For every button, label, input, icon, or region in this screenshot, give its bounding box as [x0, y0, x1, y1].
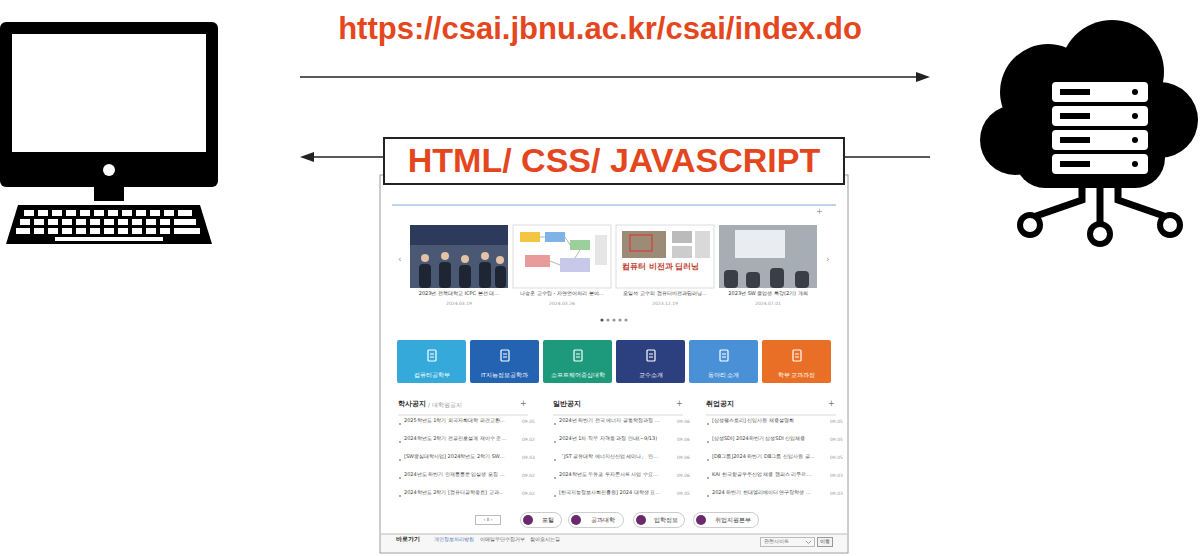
menu-tile-text: 동아리 소개 [708, 372, 740, 378]
menu-tile: 학부 교과과정 [762, 340, 831, 383]
notice-item: [한국지능정보사회진흥원] 2024 대학생 표… [559, 490, 660, 496]
notice-date: 09.06 [677, 455, 690, 460]
section-heading: / 대학원공지 [428, 402, 462, 409]
website-screenshot [380, 175, 848, 553]
carousel-control: › [826, 254, 830, 264]
more-link: + [520, 399, 527, 408]
computer-icon [0, 22, 218, 244]
notice-date: 09.06 [677, 473, 690, 478]
request-arrow [300, 72, 930, 82]
news-date: 2024.07.01 [719, 301, 817, 306]
notice-item: [삼성웰스토리] 신입사원 채용설명회 [712, 418, 794, 424]
site-select: 관련사이트 [760, 537, 815, 547]
response-label-box: HTML/ CSS/ JAVASCRIPT [383, 137, 845, 185]
footer-link: 찾아오시는길 [530, 537, 560, 542]
tile-icon [571, 349, 585, 363]
notice-date: 09.03 [830, 491, 843, 496]
notice-date: 09.05 [830, 419, 843, 424]
menu-tile: 동아리 소개 [689, 340, 758, 383]
image-title: 컴퓨터 비전과 딥러닝 [622, 263, 699, 272]
notice-item: [삼성SDI] 2024하반기 삼성SDI 신입채용 [712, 436, 805, 442]
notice-item: 2024학년도 2학기 전공진로설계 재이수 운… [404, 436, 506, 442]
notice-date: 09.02 [522, 437, 535, 442]
go-button: 이동 [817, 537, 833, 547]
menu-tile: 교수소개 [616, 340, 685, 383]
news-date: 2024.03.19 [410, 301, 508, 306]
response-label-box-text: HTML/ CSS/ JAVASCRIPT [408, 141, 820, 180]
notice-date: 09.05 [522, 419, 535, 424]
notice-item: 2024년 하반기 전국 에너지 공동학점과정 … [559, 418, 660, 424]
notice-date: 09.02 [522, 473, 535, 478]
link-pill-text: 취업지원본부 [715, 517, 751, 523]
cloud-server-icon [980, 20, 1198, 244]
notice-item: 2024년도 하반기 인재통통문 입실생 모집 … [404, 472, 505, 478]
menu-tile: 컴퓨터공학부 [397, 340, 466, 383]
news-caption: 오일석 교수의 컴퓨터비전과딥러닝… [616, 291, 714, 297]
more-link: + [676, 399, 683, 408]
website-screenshot: + ‹ › 2023년 전북대학교 ICPC 본선 대… 나승훈 교수팀 - 자연언어처… [380, 175, 848, 553]
go-button-text: 이동 [820, 539, 830, 544]
tile-icon [425, 349, 439, 363]
notice-date: 09.05 [830, 437, 843, 442]
notice-date: 09.02 [522, 491, 535, 496]
menu-tile: IT지능정보공학과 [470, 340, 539, 383]
notice-date: 09.05 [677, 491, 690, 496]
notice-item: 2024학년도 두유코 투자콘서트 사업 수요… [559, 472, 658, 478]
menu-tile: 소프트웨어중심대학 [543, 340, 612, 383]
link-pill-text: 공과대학 [591, 517, 615, 523]
tile-icon [644, 349, 658, 363]
tile-icon [498, 349, 512, 363]
link-pill-text: 입학정보 [654, 517, 678, 523]
section-heading: 학사공지 [398, 401, 426, 408]
news-caption: 2023년 SW 졸업생 특강(2기) 개최 [719, 291, 817, 297]
link-pill-text: 포털 [542, 517, 554, 523]
notice-item: 2024 하반기 현대엘리베이터 연구장학생 … [712, 490, 811, 496]
menu-tile-text: IT지능정보공학과 [481, 372, 528, 378]
notice-item: [DB그룹]2024 하반기 DB그룹 신입사원 공… [712, 454, 815, 460]
notice-item: 2024학년도 2학기 [컴퓨터공학종료] 교과… [404, 490, 504, 496]
notice-item: 2024년 1차 직무 자격증 과정 안내(~9/13) [559, 436, 657, 442]
menu-tile-text: 소프트웨어중심대학 [551, 372, 605, 378]
notice-item: [SW중심대학사업] 2024학년도 2학기 SW… [404, 454, 505, 460]
notice-date: 09.06 [677, 419, 690, 424]
notice-date: 09.03 [522, 455, 535, 460]
footer-link: 이메일무단수집거부 [480, 537, 525, 542]
notice-item: 「JST 공유대학 에너지신산업 세미나」 안… [559, 454, 658, 460]
notice-date: 09.05 [830, 455, 843, 460]
pager-control-text: ‹ II › [483, 517, 492, 522]
link-pill: 공과대학 [568, 512, 624, 528]
news-caption: 나승훈 교수팀 - 자연언어처리 분야… [513, 291, 611, 297]
menu-tile-text: 교수소개 [639, 372, 663, 378]
link-pill: 포털 [520, 512, 562, 528]
url-label: https://csai.jbnu.ac.kr/csai/index.do [0, 11, 1200, 47]
footer-link: 개인정보처리방침 [434, 537, 474, 542]
more-link: + [816, 207, 823, 216]
news-caption: 2023년 전북대학교 ICPC 본선 대… [410, 291, 508, 297]
menu-tile-text: 컴퓨터공학부 [414, 372, 450, 378]
news-date: 2023.12.19 [616, 301, 714, 306]
footer-link: 바로가기 [396, 536, 420, 543]
link-pill: 입학정보 [633, 512, 685, 528]
notice-date: 09.03 [830, 473, 843, 478]
section-heading: 일반공지 [553, 401, 581, 408]
tile-icon [717, 349, 731, 363]
section-heading: 취업공지 [706, 401, 734, 408]
tile-icon [790, 349, 804, 363]
notice-item: KAI 한국항공우주산업 채용 캠퍼스 리쿠르… [712, 472, 811, 478]
menu-tile-text: 학부 교과과정 [778, 372, 816, 378]
pager-control: ‹ II › [475, 515, 501, 525]
site-select-text: 관련사이트 [764, 539, 789, 544]
news-date: 2024.03.26 [513, 301, 611, 306]
carousel-control: ‹ [398, 254, 402, 264]
more-link: + [828, 399, 835, 408]
notice-date: 09.06 [677, 437, 690, 442]
link-pill: 취업지원본부 [693, 512, 759, 528]
notice-item: 2025학년도 1학기 외국자회대학 파견교환… [404, 418, 505, 424]
